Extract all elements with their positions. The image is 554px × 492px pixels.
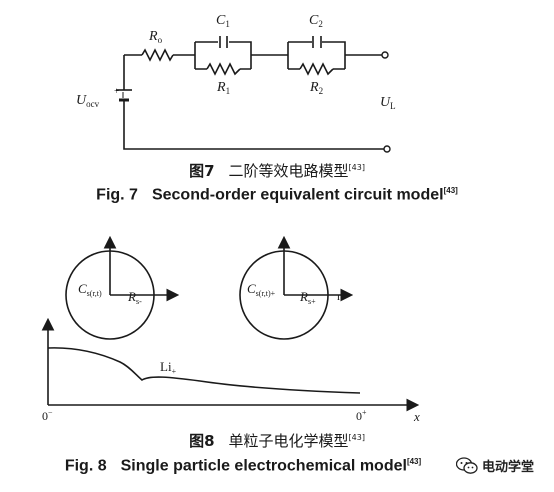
label-rs-negative: Rs- [127, 289, 142, 306]
single-particle-diagram: Cs(r,t) Rs- Cs(r,t)+ Rs+ r Li+ 0− 0+ x [41, 235, 420, 424]
label-ul: UL [380, 95, 396, 111]
label-x-start: 0− [42, 408, 53, 423]
battery-plus: + [114, 86, 119, 96]
resistor-r0 [141, 48, 174, 62]
label-cs-positive: Cs(r,t)+ [247, 281, 276, 298]
resistor-r2 [299, 62, 334, 76]
rc1-frame [194, 41, 252, 70]
label-c1: C1 [216, 13, 230, 29]
circuit-diagram: + Ro C1 R1 C2 R2 Uocv UL [76, 13, 396, 153]
label-cs-negative: Cs(r,t) [78, 281, 102, 298]
watermark-text: 电动学堂 [482, 460, 535, 475]
label-c2: C2 [309, 13, 323, 29]
label-x-axis: x [413, 409, 420, 424]
concentration-curve [47, 347, 361, 394]
label-r1: R1 [216, 80, 230, 96]
label-li-ion: Li+ [160, 359, 177, 376]
terminal-bottom [383, 145, 391, 153]
wire-left-bottom [123, 100, 384, 150]
label-uocv: Uocv [76, 93, 100, 109]
capacitor-c1 [219, 36, 228, 48]
label-rs-positive: Rs+ [299, 289, 316, 306]
watermark: 电动学堂 [456, 456, 534, 475]
wechat-icon [456, 456, 478, 474]
rc2-frame [287, 41, 346, 70]
label-r2: R2 [309, 80, 323, 96]
label-r-axis: r [337, 289, 341, 303]
capacitor-c2 [312, 36, 322, 48]
resistor-r1 [206, 62, 241, 76]
terminal-top [381, 51, 389, 59]
label-r0: Ro [148, 29, 163, 45]
label-x-end: 0+ [356, 408, 367, 423]
